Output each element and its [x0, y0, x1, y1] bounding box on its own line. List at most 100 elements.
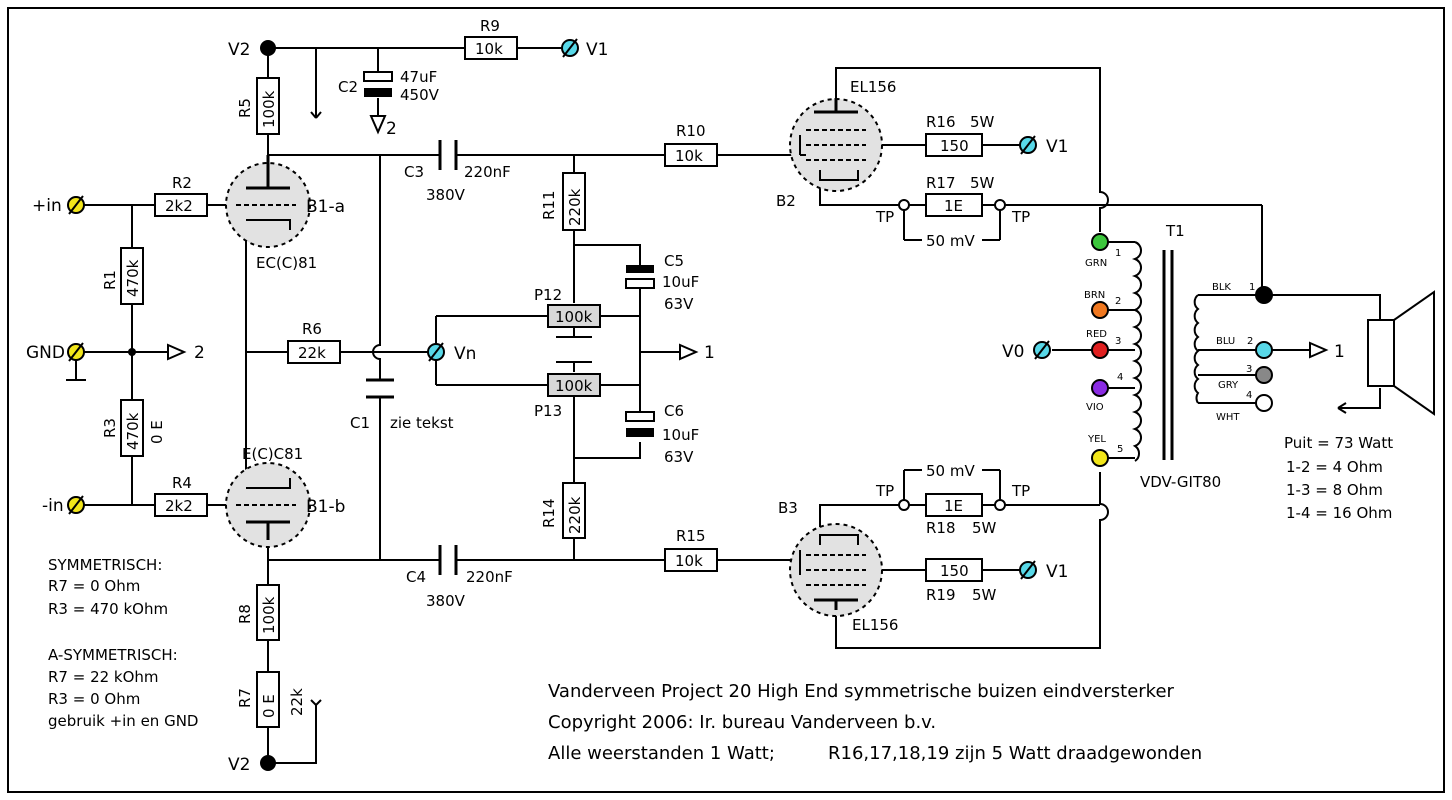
- r17-value: 1E: [944, 197, 963, 215]
- tap-primary-1-color: GRN: [1085, 258, 1107, 269]
- tap-secondary-4-n: 4: [1246, 390, 1252, 401]
- r6-name: R6: [302, 320, 322, 338]
- c6-voltage: 63V: [664, 448, 694, 466]
- note-sym-1: R7 = 0 Ohm: [48, 577, 140, 595]
- r9-body: [464, 36, 518, 60]
- r6-value: 22k: [298, 344, 326, 362]
- tap-primary-1-n: 1: [1115, 248, 1121, 259]
- tap-primary-3: [1091, 341, 1109, 359]
- tap-primary-2-color: BRN: [1084, 290, 1105, 301]
- r2-name: R2: [172, 174, 192, 192]
- b1b-name: B1-b: [306, 497, 345, 517]
- title-block: Vanderveen Project 20 High End symmetris…: [548, 681, 1202, 764]
- spec-16ohm: 1-4 = 16 Ohm: [1286, 504, 1392, 522]
- tap-secondary-4: [1255, 394, 1273, 412]
- b1a-cathode: [246, 219, 291, 230]
- r18-name: R18: [926, 519, 956, 537]
- t1-model: VDV-GIT80: [1140, 473, 1221, 491]
- r16-name: R16: [926, 113, 956, 131]
- b3-cathode: [819, 534, 859, 545]
- r10-value: 10k: [675, 147, 703, 165]
- b1a-plate: [246, 155, 290, 190]
- t1-name: T1: [1165, 222, 1185, 240]
- r17-body: [925, 193, 983, 217]
- c6-name: C6: [664, 402, 684, 420]
- r7-name: R7: [236, 688, 254, 708]
- c4-name: C4: [406, 568, 426, 586]
- tp-17a: [898, 199, 910, 211]
- r19-body: [925, 558, 983, 582]
- tap-primary-5: [1091, 449, 1109, 467]
- r15-body: [664, 548, 718, 572]
- tap-secondary-3-n: 3: [1246, 364, 1252, 375]
- b3-plate: [814, 598, 858, 610]
- spec-power: Puit = 73 Watt: [1284, 434, 1393, 452]
- r8-name: R8: [236, 604, 254, 624]
- note-asym-2: R3 = 0 Ohm: [48, 690, 140, 708]
- r11-value: 220k: [566, 188, 584, 226]
- gnd-junction: [128, 348, 136, 356]
- b1b-type: E(C)C81: [242, 445, 303, 463]
- r7-body: [256, 671, 280, 728]
- output-transformer: T1 VDV-GIT80 1 GRN 2 BRN 3 RED 4 VIO 5 Y…: [1084, 222, 1273, 491]
- r2-body: [154, 193, 208, 217]
- r4-value: 2k2: [165, 497, 193, 515]
- c5-value: 10uF: [662, 273, 699, 291]
- tp-18a: [898, 499, 910, 511]
- note-sym-title: SYMMETRISCH:: [48, 556, 162, 574]
- title-line-3b: R16,17,18,19 zijn 5 Watt draadgewonden: [828, 743, 1202, 764]
- ref-1-arrow-mid: [679, 343, 699, 361]
- r17-name: R17: [926, 174, 956, 192]
- r14-body: [562, 482, 586, 539]
- r1-body: [120, 247, 144, 305]
- tp-label-4: TP: [1011, 482, 1030, 500]
- p12-body: [547, 304, 601, 328]
- capacitors: C2 47uF 450V C3 220nF 380V C4 220nF 380V…: [338, 68, 699, 610]
- r19-name: R19: [926, 586, 956, 604]
- r9-name: R9: [480, 17, 500, 35]
- c6-value: 10uF: [662, 426, 699, 444]
- c2-name: C2: [338, 78, 358, 96]
- r10-body: [664, 143, 718, 167]
- r14-name: R14: [540, 498, 558, 528]
- tap-primary-4-n: 4: [1117, 372, 1123, 383]
- tp-17b: [994, 199, 1006, 211]
- r1-name: R1: [101, 270, 119, 290]
- ref-1-label-output: 1: [1334, 342, 1345, 362]
- b1a-type: EC(C)81: [256, 254, 317, 272]
- speaker-icon: [1367, 290, 1435, 416]
- v1-r16-label: V1: [1046, 137, 1068, 157]
- tap-primary-5-color: YEL: [1087, 434, 1106, 445]
- pot-wiper-bars: [556, 336, 592, 363]
- ref-2-arrow-gnd: [167, 343, 187, 361]
- b2-grids: [806, 129, 866, 161]
- r4-body: [154, 493, 208, 517]
- ref-2-arrow-c2: [369, 115, 387, 135]
- r18-body: [925, 493, 983, 517]
- ref-1-arrow-output: [1309, 341, 1329, 359]
- b2-type: EL156: [850, 78, 896, 96]
- r19-value: 150: [940, 562, 969, 580]
- c4-voltage: 380V: [426, 592, 466, 610]
- spec-8ohm: 1-3 = 8 Ohm: [1286, 481, 1383, 499]
- output-specs: Puit = 73 Watt 1-2 = 4 Ohm 1-3 = 8 Ohm 1…: [1284, 434, 1393, 522]
- c3-value: 220nF: [464, 163, 511, 181]
- b1b-plate: [246, 520, 290, 540]
- tap-secondary-4-color: WHT: [1216, 412, 1240, 423]
- c4-plates: [438, 545, 458, 575]
- wiring: [66, 47, 1381, 764]
- tap-secondary-3: [1255, 366, 1273, 384]
- c5-voltage: 63V: [664, 295, 694, 313]
- tap-primary-5-n: 5: [1117, 444, 1123, 455]
- r11-name: R11: [540, 190, 558, 220]
- b3-type: EL156: [852, 616, 898, 634]
- r7-alt: 22k: [288, 688, 306, 716]
- tp-label-1: TP: [875, 208, 894, 226]
- r16-body: [925, 133, 983, 157]
- t1-primary-coil: [1131, 241, 1142, 462]
- diagram-frame: [7, 7, 1445, 793]
- b1b-cathode: [246, 478, 291, 489]
- r3-body: [120, 399, 144, 457]
- v2-top-terminal: [260, 40, 276, 56]
